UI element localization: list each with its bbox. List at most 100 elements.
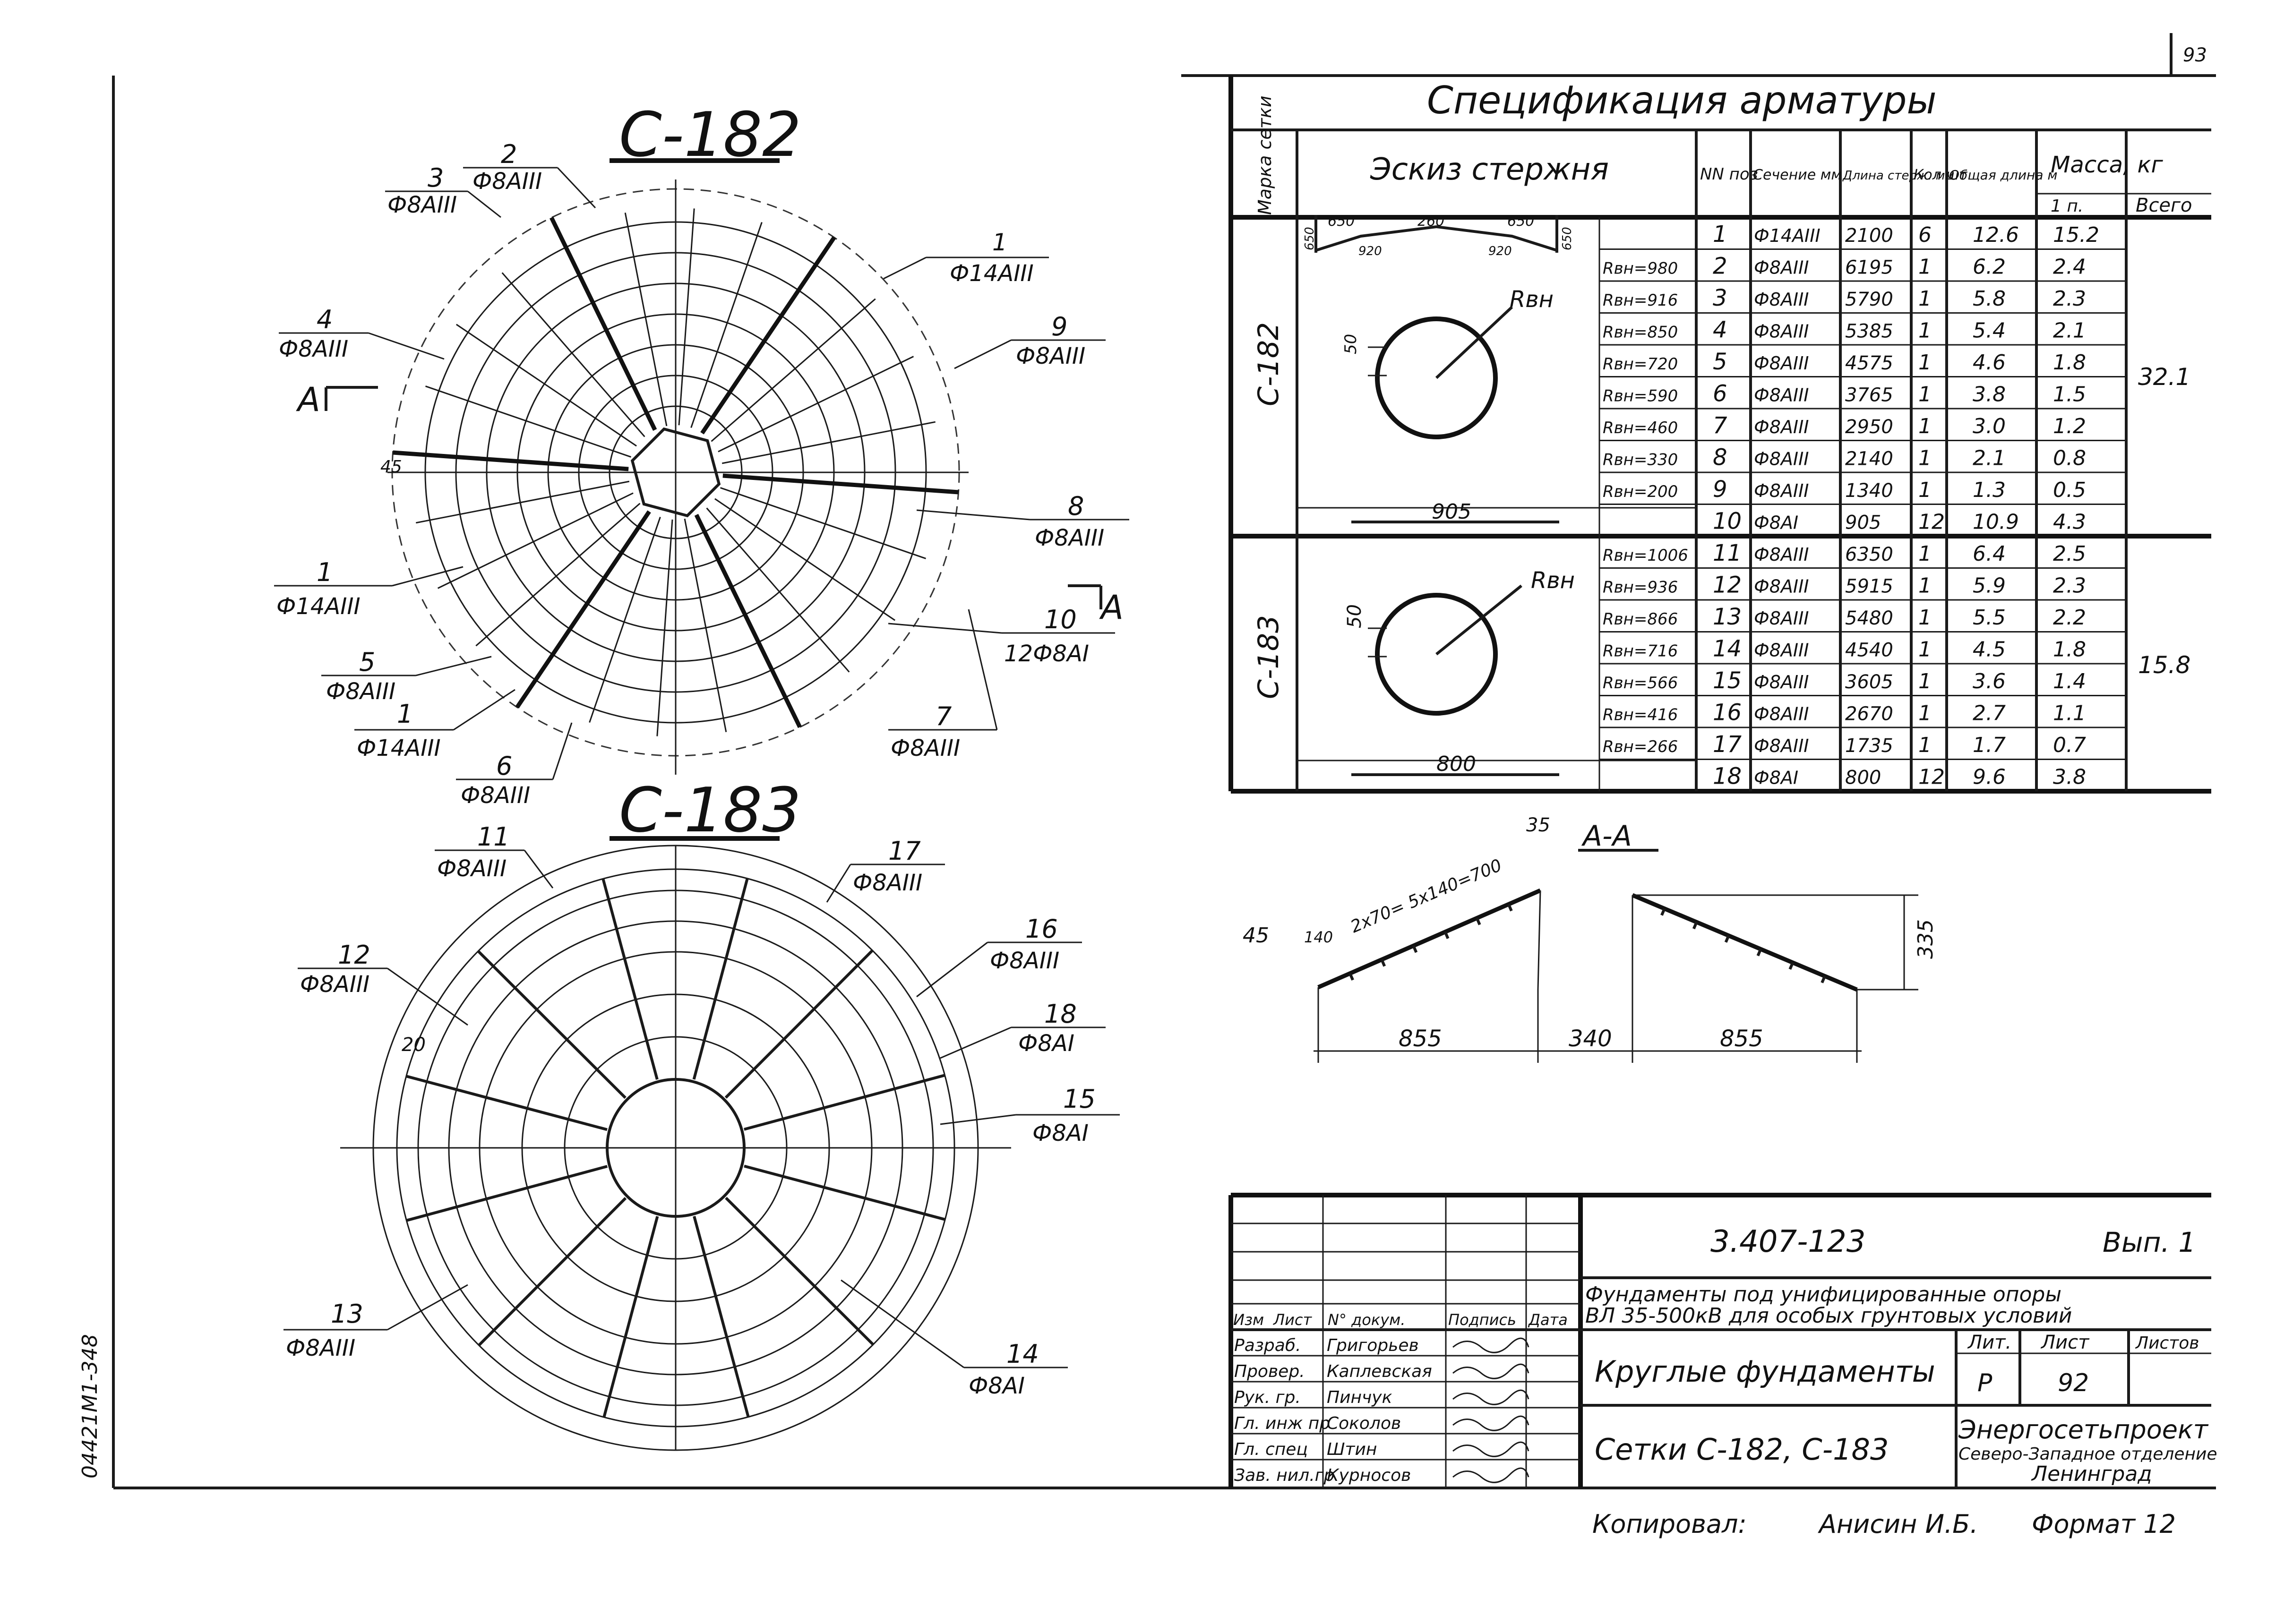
column-header: Лист	[1273, 1311, 1312, 1329]
sketch-c183: Rвн 50 800	[1344, 567, 1575, 776]
c182-callout-spec: Ф8АIII	[279, 336, 348, 362]
row-radius: Rвн=590	[1603, 387, 1678, 406]
signature	[1452, 1389, 1529, 1405]
radial-bar	[678, 208, 695, 426]
group-mark-c183: С-183	[1252, 615, 1285, 699]
spec-table-title: Спецификация арматуры	[1427, 78, 1937, 122]
row-section: Ф8АIII	[1754, 672, 1809, 692]
row-total-length: 1.7	[1973, 733, 2006, 757]
row-position: 16	[1713, 700, 1742, 726]
staff-name: Пинчук	[1327, 1388, 1392, 1407]
c183-callouts: 11 Ф8АIII 17 Ф8АIII 12 Ф8АIII 16 Ф8АIII …	[283, 822, 1120, 1399]
radial-bar	[477, 950, 627, 1099]
row-quantity: 1	[1918, 383, 1932, 407]
copier-name: Анисин И.Б.	[1818, 1509, 1978, 1539]
radial-bar	[694, 513, 802, 728]
row-total-length: 4.5	[1973, 638, 2006, 662]
c183-callout-spec: Ф8АIII	[286, 1335, 355, 1361]
row-section: Ф8АIII	[1754, 544, 1809, 565]
bar-tick	[1443, 931, 1450, 940]
c182-callouts: 2 Ф8АIII 3 Ф8АIII 1 Ф14АIII 4 Ф8АIII 9 Ф…	[274, 139, 1129, 809]
row-total-length: 2.1	[1973, 446, 2006, 470]
row-section: Ф8АIII	[1754, 449, 1809, 470]
row-mass: 0.7	[2053, 733, 2086, 757]
row-section: Ф8АIII	[1754, 735, 1809, 756]
spec-table-header: Марка сетки Эскиз стержня NN поз Сечение…	[1254, 95, 2192, 216]
row-mass: 15.2	[2053, 223, 2099, 247]
row-quantity: 1	[1918, 446, 1932, 470]
section-dim-855-right: 855	[1720, 1026, 1763, 1052]
row-section: Ф8АI	[1754, 768, 1798, 788]
header-pos: NN поз	[1700, 165, 1758, 184]
drawing-name: Сетки С-182, С-183	[1595, 1432, 1889, 1467]
row-radius: Rвн=916	[1603, 291, 1678, 310]
doc-number: 3.407-123	[1710, 1224, 1865, 1259]
bar-tick	[1724, 935, 1730, 943]
radial-bar	[425, 385, 631, 458]
row-quantity: 1	[1918, 638, 1932, 662]
row-radius: Rвн=936	[1603, 578, 1678, 597]
staff-role: Провер.	[1234, 1362, 1305, 1381]
column-header: Подпись	[1448, 1311, 1516, 1329]
radial-bar	[602, 1216, 659, 1418]
c182-dim-45: 45	[380, 457, 402, 477]
c182-callout-spec: Ф8АIII	[387, 192, 457, 218]
sketch-radius-label: Rвн	[1510, 286, 1554, 313]
row-quantity: 1	[1918, 669, 1932, 693]
header-mass-total: Всего	[2136, 195, 2192, 216]
radial-bar	[700, 236, 836, 435]
bar-tick	[1380, 959, 1386, 967]
section-a-a: А-А 2х70= 5х140=700 35 45 140 335 855 34…	[1243, 814, 1938, 1063]
row-section: Ф8АIII	[1754, 608, 1809, 629]
row-mass: 2.5	[2053, 542, 2086, 566]
staff-name: Курносов	[1327, 1466, 1411, 1485]
radial-bar	[690, 222, 763, 428]
section-dim-335: 335	[1914, 919, 1938, 959]
signature	[1452, 1363, 1529, 1379]
c183-callout-spec: Ф8АIII	[300, 971, 369, 998]
row-total-length: 6.4	[1973, 542, 2006, 566]
row-mass: 2.3	[2053, 574, 2086, 598]
section-dim-top: 2х70= 5х140=700	[1348, 855, 1504, 937]
format-label: Формат 12	[2032, 1509, 2176, 1539]
sketch-dim-50: 50	[1344, 604, 1365, 628]
page-number: 93	[2183, 44, 2207, 66]
row-section: Ф8АIII	[1754, 385, 1809, 406]
radial-bar	[711, 298, 876, 442]
radial-bar	[692, 878, 749, 1080]
title-block: 3.407-123 Вып. 1 Фундаменты под унифицир…	[1228, 1193, 2217, 1488]
row-position: 2	[1713, 253, 1727, 280]
center-hexagon	[630, 427, 721, 518]
row-position: 12	[1713, 572, 1742, 598]
row-total-length: 5.9	[1973, 574, 2006, 598]
row-section: Ф8АI	[1754, 513, 1798, 533]
row-section: Ф8АIII	[1754, 417, 1809, 437]
row-mass: 0.8	[2053, 446, 2086, 470]
c183-dim-20: 20	[402, 1034, 426, 1056]
row-length: 800	[1845, 767, 1881, 789]
radial-bar	[475, 503, 641, 647]
row-quantity: 6	[1918, 223, 1932, 247]
row-position: 14	[1713, 636, 1742, 662]
row-total-length: 3.6	[1973, 669, 2006, 693]
row-length: 2670	[1845, 703, 1893, 725]
row-quantity: 12	[1918, 765, 1945, 789]
sheet-name: Круглые фундаменты	[1595, 1354, 1935, 1389]
header-total-length: Общая длина м	[1949, 167, 2058, 183]
row-quantity: 1	[1918, 319, 1932, 343]
bar-tick	[1412, 945, 1418, 953]
sheet-value: 92	[2058, 1369, 2089, 1397]
signature	[1452, 1467, 1529, 1483]
row-position: 1	[1713, 221, 1727, 248]
row-length: 905	[1845, 512, 1881, 534]
row-quantity: 1	[1918, 350, 1932, 375]
row-length: 5385	[1845, 321, 1893, 342]
radial-bar	[515, 510, 651, 709]
radial-bar	[744, 1164, 945, 1221]
row-total-length: 9.6	[1973, 765, 2006, 789]
c182-callout-spec: Ф8АIII	[326, 678, 395, 705]
row-position: 11	[1713, 540, 1742, 566]
radial-bar	[478, 1197, 627, 1347]
radial-bar	[437, 492, 634, 589]
c182-callout-spec: Ф8АIII	[1035, 525, 1104, 551]
